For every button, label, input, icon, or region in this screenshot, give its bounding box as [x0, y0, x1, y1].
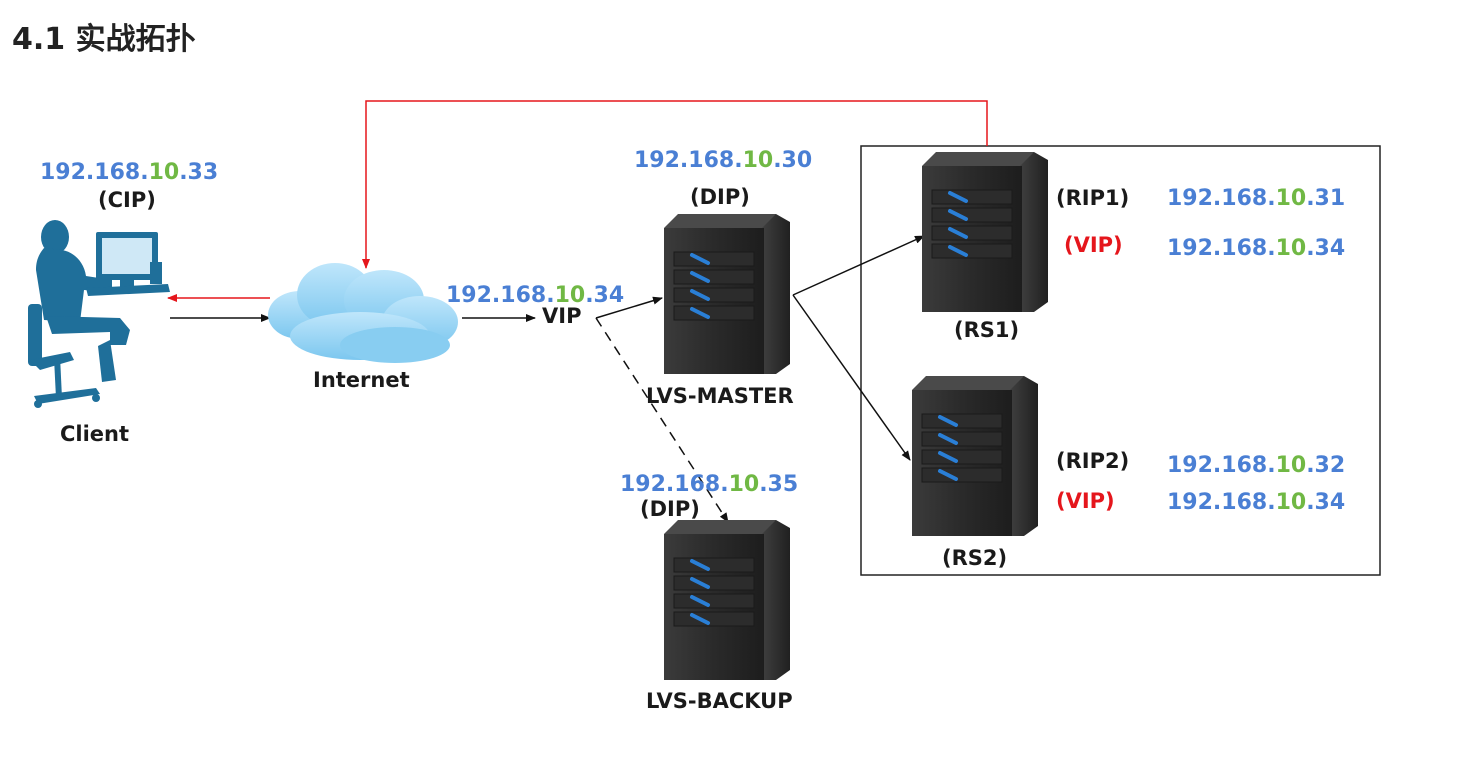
backup-role: (DIP)	[640, 497, 700, 521]
page-title: 4.1 实战拓扑	[12, 22, 196, 57]
user-computer-icon	[28, 220, 170, 408]
rs2-vip-label: (VIP)	[1056, 489, 1115, 513]
rs1-vip-label: (VIP)	[1064, 233, 1123, 257]
cloud-icon	[268, 263, 458, 363]
rs1-vip-ip: 192.168.10.34	[1167, 236, 1346, 261]
rs2-label: (RS2)	[942, 546, 1008, 570]
internet-label: Internet	[313, 368, 410, 392]
client-role: (CIP)	[98, 188, 156, 212]
master-role: (DIP)	[690, 185, 750, 209]
backup-ip: 192.168.10.35	[620, 472, 799, 497]
server-icon	[920, 150, 1050, 314]
rs1-rip-label: (RIP1)	[1056, 186, 1130, 210]
vip-ip: 192.168.10.34	[446, 283, 625, 308]
vip-to-backup-arrow	[595, 317, 729, 523]
master-label: LVS-MASTER	[646, 384, 794, 408]
master-to-rs2-arrow	[792, 294, 911, 461]
server-icon	[662, 518, 792, 682]
rs2-rip-label: (RIP2)	[1056, 449, 1130, 473]
master-ip: 192.168.10.30	[634, 148, 813, 173]
return-path-arrow	[362, 100, 988, 269]
vip-label: VIP	[542, 304, 582, 328]
rs2-rip-ip: 192.168.10.32	[1167, 453, 1346, 478]
backup-label: LVS-BACKUP	[646, 689, 793, 713]
rs2-vip-ip: 192.168.10.34	[1167, 490, 1346, 515]
server-icon	[910, 374, 1040, 538]
real-server-group-box	[860, 145, 1381, 576]
master-to-rs1-arrow	[792, 235, 925, 296]
rs1-label: (RS1)	[954, 318, 1020, 342]
server-icon	[662, 212, 792, 376]
vip-to-master-arrow	[595, 296, 663, 319]
rs1-rip-ip: 192.168.10.31	[1167, 186, 1346, 211]
client-label: Client	[60, 422, 130, 446]
client-ip: 192.168.10.33	[40, 160, 219, 185]
